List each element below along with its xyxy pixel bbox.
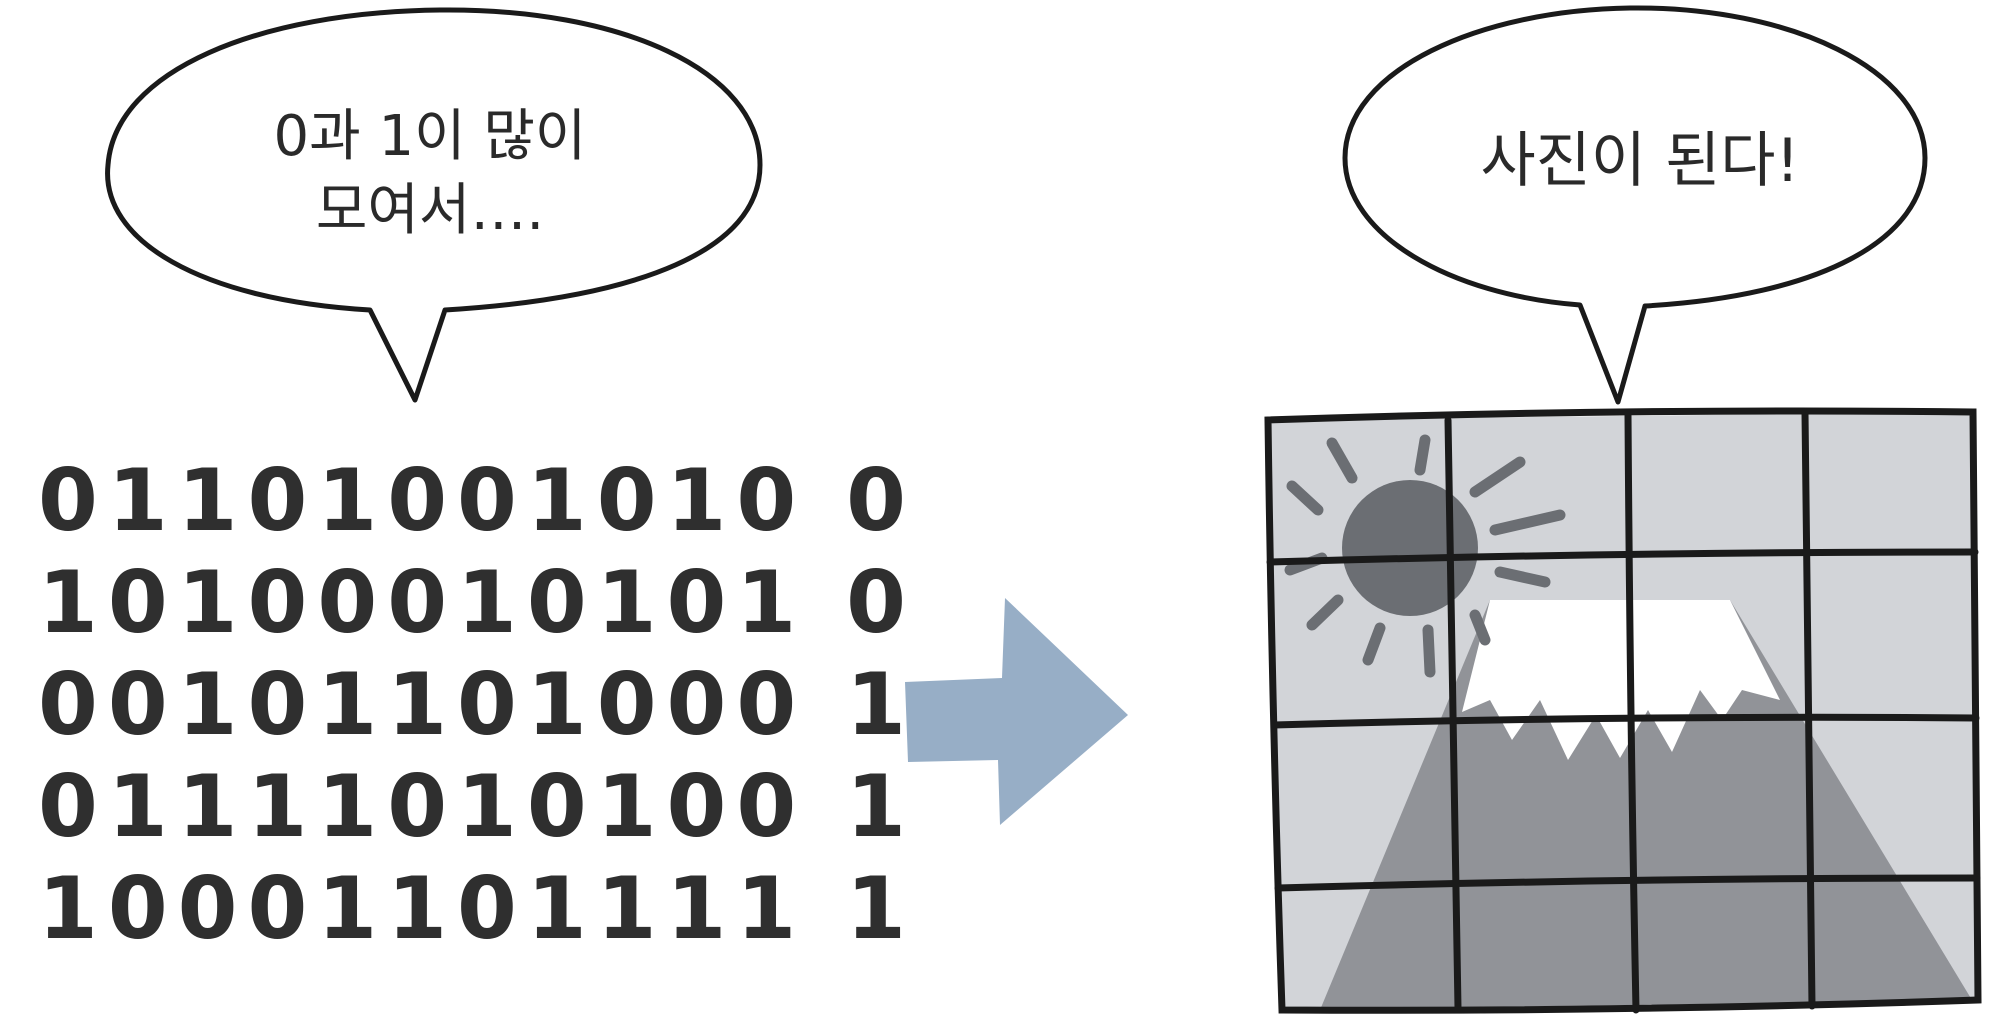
snow-cap [1462,600,1780,760]
binary-digits: 01101001010 0 10100010101 0 00101101000 … [38,450,917,960]
binary-row-3: 00101101000 1 [38,655,917,755]
picture-grid [1264,407,1982,1014]
picture-frame [1268,412,1978,1010]
right-bubble-text: 사진이 된다! [1480,126,1800,196]
left-bubble-line-1: 0과 1이 많이 [273,104,587,169]
right-arrow-icon [905,598,1128,825]
left-bubble-line-2: 모여서…. [315,178,545,243]
binary-row-1: 01101001010 0 [38,451,917,551]
sun-shape [1342,480,1478,616]
binary-row-2: 10100010101 0 [38,553,917,653]
binary-row-4: 01111010100 1 [38,757,917,857]
left-speech-bubble [105,7,763,403]
left-bubble-text: 0과 1이 많이 모여서…. [110,100,750,248]
binary-row-5: 10001101111 1 [38,859,917,959]
right-speech-bubble [1342,5,1928,405]
